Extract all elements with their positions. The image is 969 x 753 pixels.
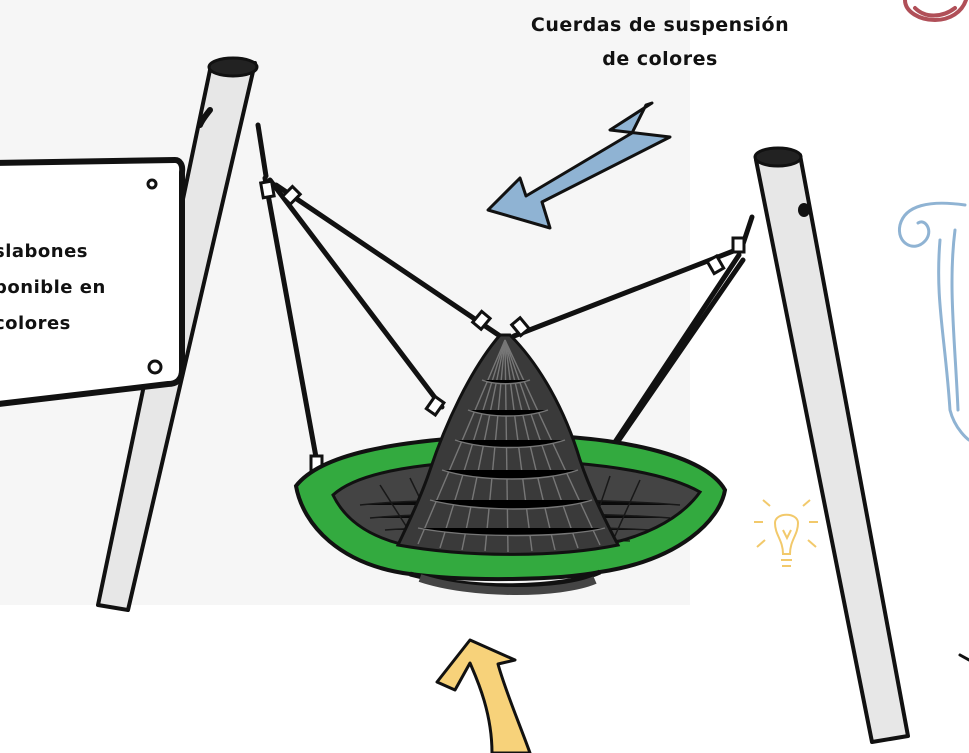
sign-label: slabones ponible en colores	[0, 234, 174, 342]
arrow-icon	[435, 638, 532, 753]
suspension-ropes-label: Cuerdas de suspensión de colores	[495, 8, 825, 76]
label-line: colores	[0, 313, 71, 334]
right-post	[753, 146, 910, 744]
decor-mark	[958, 653, 969, 662]
label-line: slabones	[0, 241, 89, 262]
lightbulb-icon	[754, 499, 818, 567]
label-line: de colores	[602, 48, 718, 70]
arrow-icon	[486, 101, 672, 230]
info-sign	[0, 157, 186, 407]
label-line: ponible en	[0, 277, 106, 298]
swirl-icon	[897, 201, 969, 442]
net-cone	[395, 333, 621, 556]
swirl-icon	[903, 0, 968, 23]
label-line: Cuerdas de suspensión	[530, 14, 790, 36]
